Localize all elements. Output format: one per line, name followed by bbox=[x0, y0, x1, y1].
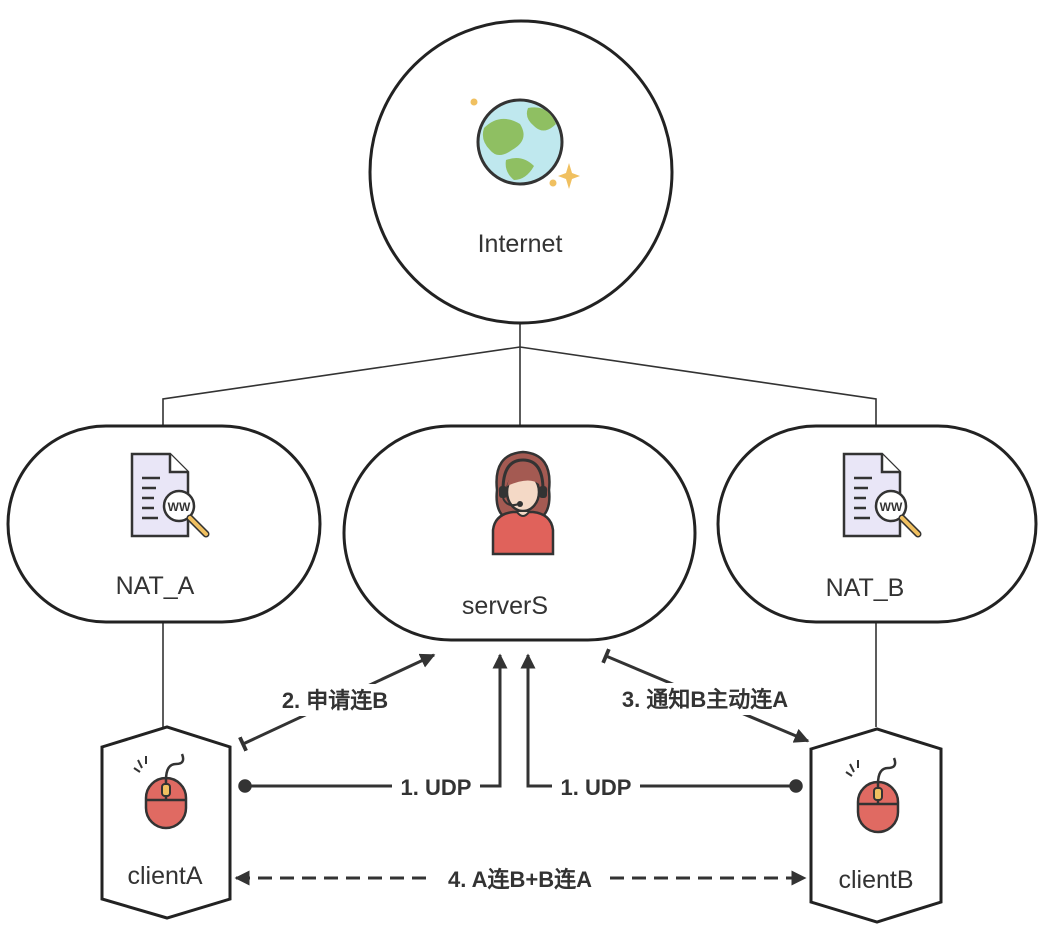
computer-mouse-icon bbox=[133, 753, 188, 830]
edge-udp-a-label: 1. UDP bbox=[401, 775, 472, 800]
edge-udp-a bbox=[238, 653, 508, 793]
nat-b-node[interactable]: WW NAT_B bbox=[716, 424, 1038, 624]
edge-p2p-label: 4. A连B+B连A bbox=[448, 867, 592, 892]
server-node[interactable]: serverS bbox=[342, 424, 697, 642]
edge-request-b-label: 2. 申请连B bbox=[282, 688, 388, 713]
svg-text:WW: WW bbox=[880, 500, 903, 514]
client-a-label: clientA bbox=[127, 862, 202, 890]
edge-udp-b bbox=[520, 653, 803, 793]
edge-udp-b-label: 1. UDP bbox=[561, 775, 632, 800]
internet-label: Internet bbox=[478, 230, 563, 258]
globe-icon bbox=[470, 98, 580, 189]
customer-service-agent-icon bbox=[491, 450, 555, 556]
client-b-label: clientB bbox=[838, 866, 913, 894]
internet-node: Internet bbox=[368, 19, 674, 325]
nat-a-label: NAT_A bbox=[116, 572, 195, 600]
client-a-node[interactable]: clientA bbox=[100, 725, 232, 920]
internet-connectors bbox=[162, 320, 877, 727]
server-label: serverS bbox=[462, 592, 548, 620]
svg-text:WW: WW bbox=[168, 500, 191, 514]
edge-notify-b-label: 3. 通知B主动连A bbox=[622, 687, 788, 712]
web-search-document-icon: WW bbox=[130, 452, 210, 538]
client-b-node[interactable]: clientB bbox=[809, 727, 943, 924]
web-search-document-icon: WW bbox=[842, 452, 922, 538]
computer-mouse-icon bbox=[845, 757, 900, 834]
nat-a-node[interactable]: WW NAT_A bbox=[6, 424, 322, 624]
nat-b-label: NAT_B bbox=[826, 574, 905, 602]
